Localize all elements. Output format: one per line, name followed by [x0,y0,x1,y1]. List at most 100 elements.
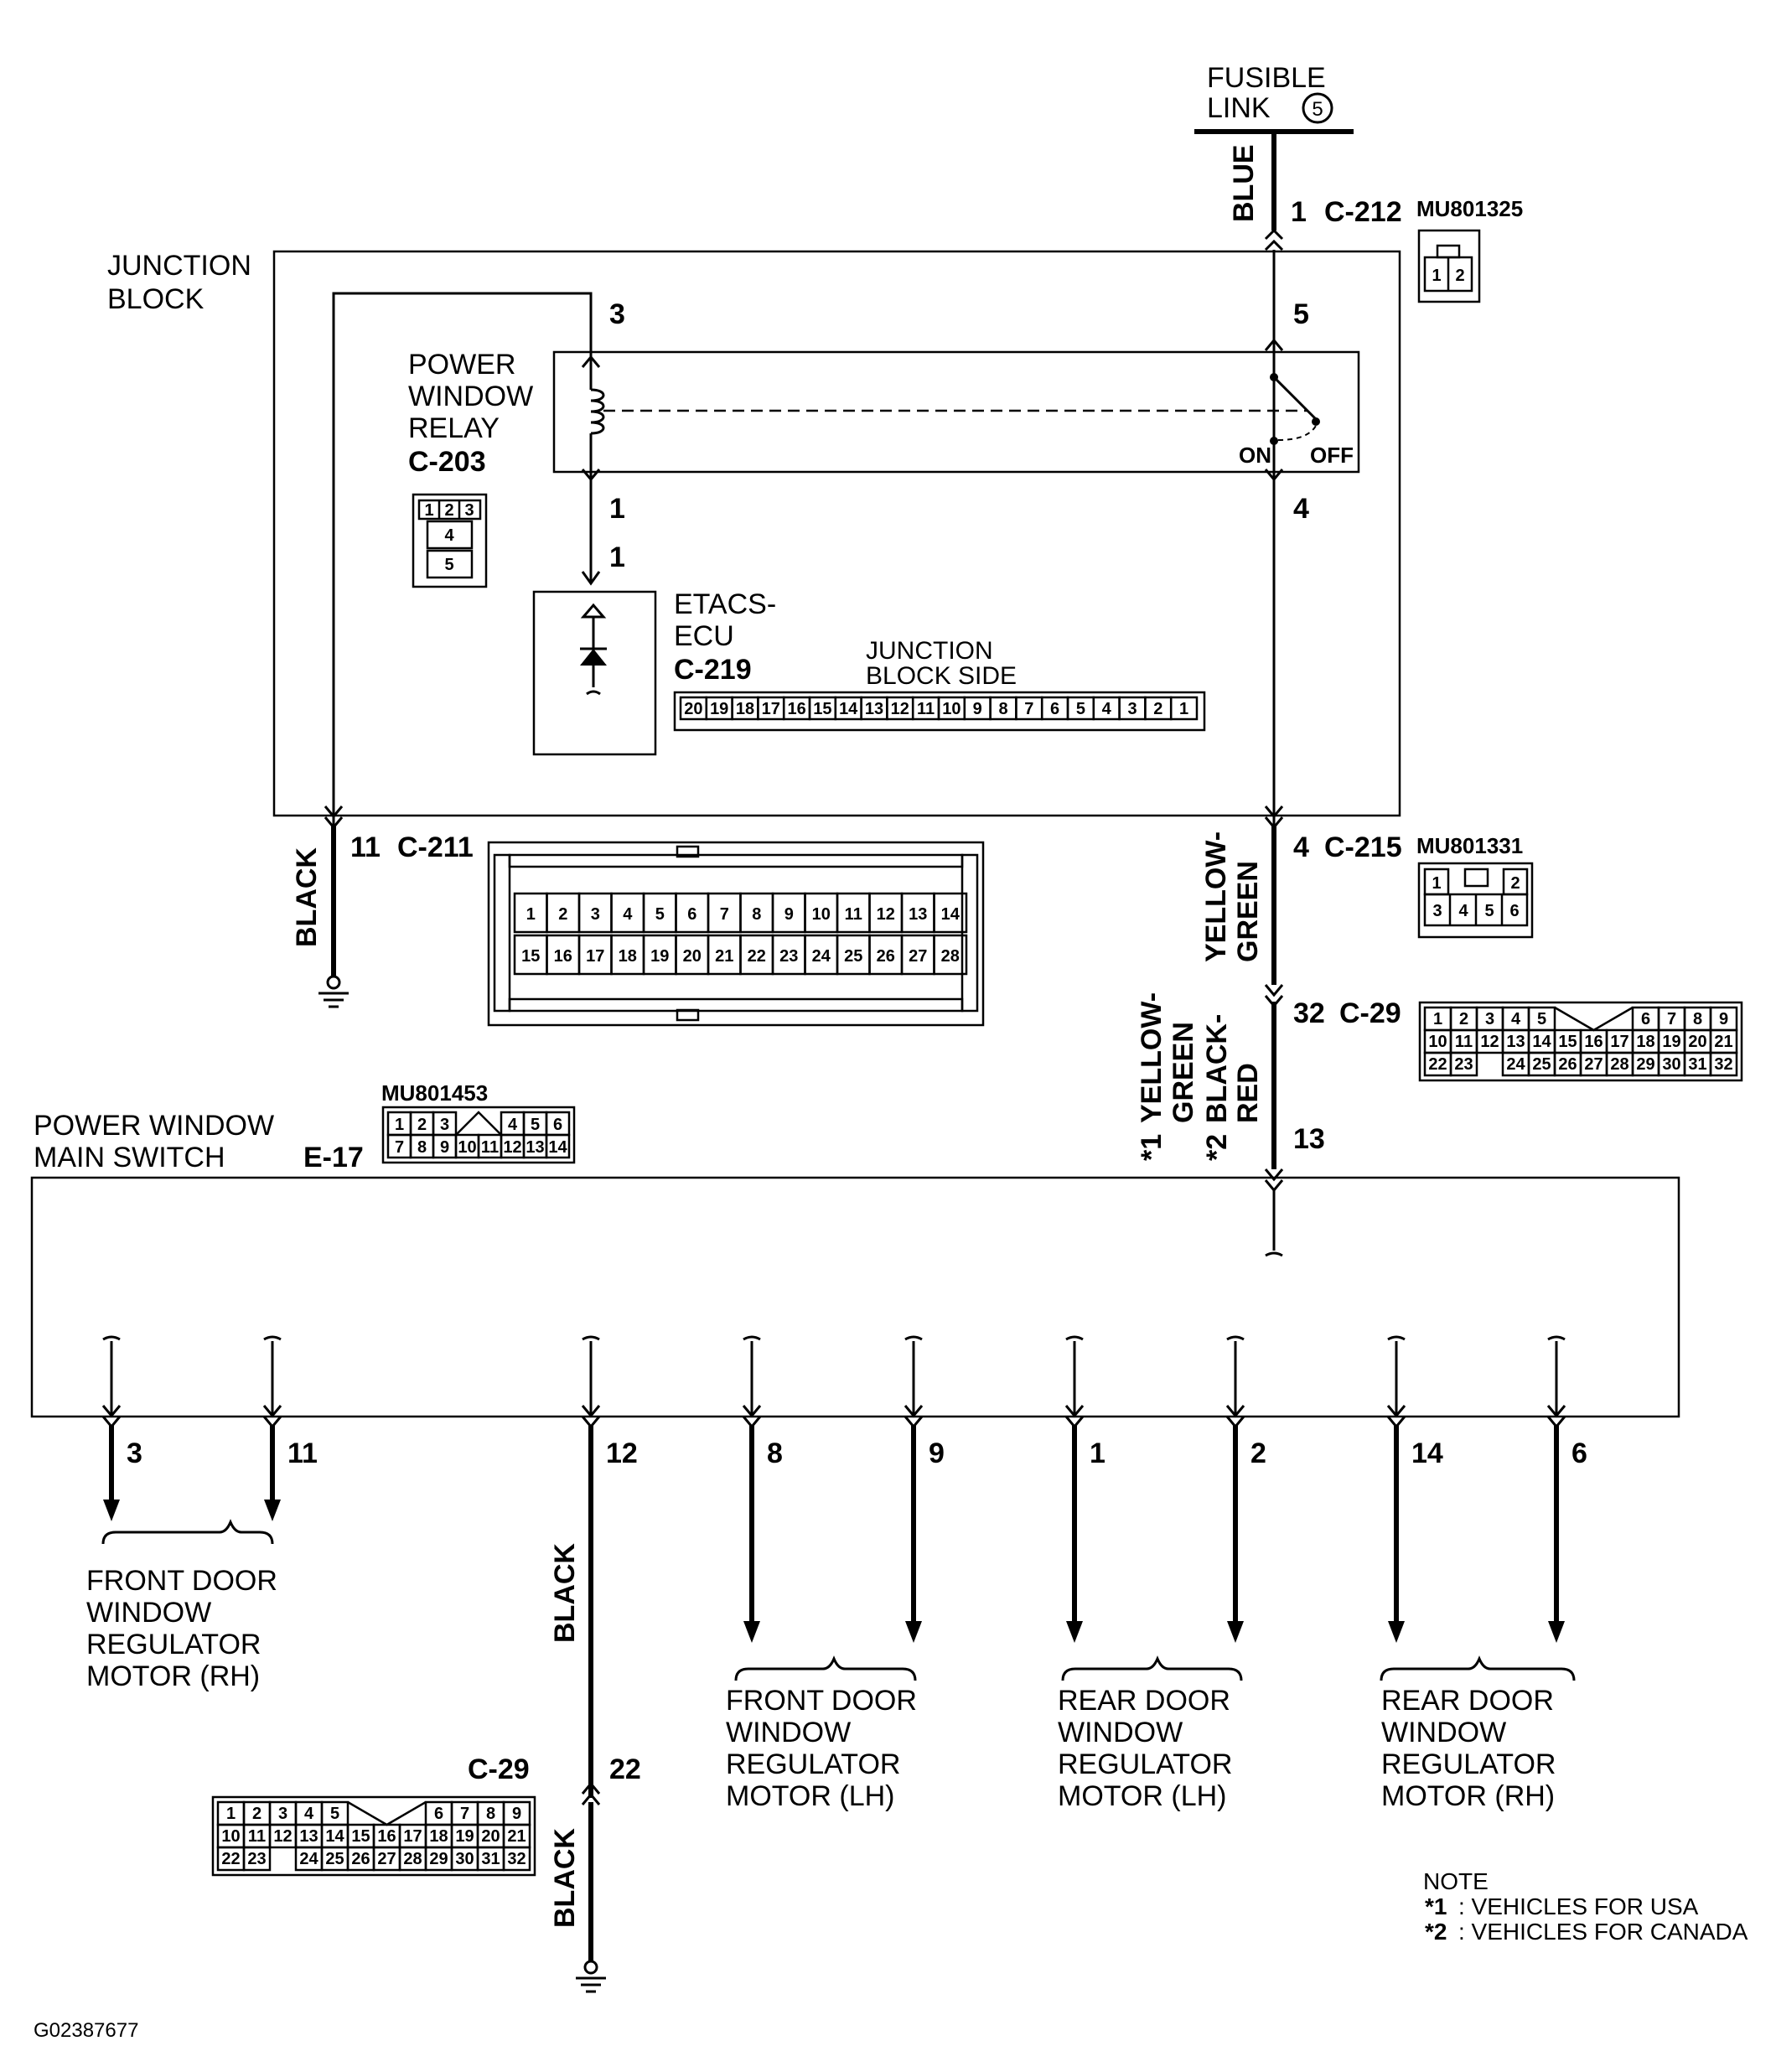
motor-rear-rh-line3: REGULATOR [1381,1748,1556,1780]
main-switch-pin-13: 13 [1293,1123,1325,1155]
etacs-diode [580,649,607,666]
wire-c29-note-1: *1 [1136,1134,1168,1161]
c211-cell: 7 [720,905,729,924]
wire-c29-color-2a: BLACK- [1201,1014,1233,1123]
output-pin-label: 3 [127,1437,142,1469]
relay-pin-3: 3 [609,298,625,330]
c29-cell: 28 [1610,1055,1628,1074]
c29_lower-cell: 12 [273,1827,292,1846]
c29-name: C-29 [1339,997,1401,1029]
connector-mark-c212 [1264,228,1284,241]
wire-color-black-ground: BLACK [291,847,323,947]
relay-off-label: OFF [1310,443,1354,468]
e17-cell: 5 [531,1116,540,1134]
c29_lower-cell: 17 [403,1827,422,1846]
etacs-pin: 1 [609,541,625,573]
c29_lower-cell: 21 [507,1827,526,1846]
output-pin-label: 6 [1571,1437,1587,1469]
c29-cell: 16 [1584,1033,1603,1051]
output-break-mark [1547,1335,1566,1341]
c215-cell-1: 1 [1432,874,1441,893]
c215-cell-2: 2 [1510,874,1520,893]
c211-cell: 9 [784,905,794,924]
e17-cell: 12 [503,1138,521,1157]
relay-terminal-1-mark [581,469,601,482]
relay-switch-arm [1272,376,1318,421]
wire-relay-coil-ground [332,292,593,826]
c212-name: C-212 [1324,196,1402,228]
c29-cell: 20 [1688,1033,1706,1051]
c211-cell-box [933,934,968,976]
c29_lower-cell: 6 [434,1805,443,1823]
note-mark-2: *2 [1425,1919,1447,1945]
c212-cell-1: 1 [1432,267,1441,285]
c29-cell: 31 [1688,1055,1706,1074]
relay-cell-3: 3 [464,501,474,520]
c29_lower-cell: 22 [221,1850,240,1868]
c211-cell: 18 [619,947,637,966]
c29-cell: 9 [1719,1010,1728,1028]
motor-front-lh-line4: MOTOR (LH) [726,1780,894,1812]
c211-cell: 6 [687,905,696,924]
e17-cell: 2 [417,1116,427,1134]
c29_lower-cell: 9 [512,1805,521,1823]
c29-cell: 4 [1511,1010,1521,1028]
c211-cell: 5 [655,905,665,924]
c29_lower-cell: 19 [455,1827,474,1846]
etacs-cell-box [1169,696,1199,721]
ground-symbol-lower [576,1960,606,1993]
etacs-cell: 20 [684,700,702,718]
etacs-label-1: ETACS- [674,588,776,620]
c29-cell: 5 [1537,1010,1546,1028]
etacs-cell: 19 [710,700,728,718]
relay-label-2: WINDOW [408,381,533,412]
c211-cell: 16 [554,947,572,966]
motor-rear-lh-line3: REGULATOR [1058,1748,1232,1780]
output-arrowhead [1227,1621,1244,1643]
fusible-link-label-1: FUSIBLE [1207,62,1326,94]
c29-cell: 21 [1714,1033,1732,1051]
output-break-mark [1226,1335,1245,1341]
note-mark-1: *1 [1425,1893,1447,1919]
relay-cell-5: 5 [444,556,453,574]
c29_lower-cell: 24 [299,1850,318,1868]
c29_lower-cell: 13 [299,1827,318,1846]
wire-color-pin12: BLACK [549,1543,581,1643]
c29-cell: 8 [1693,1010,1702,1028]
output-arrowhead [1388,1621,1405,1643]
c29_lower-cell-box [502,1846,531,1872]
c211-pin: 11 [350,831,381,863]
output-pin-label: 9 [929,1437,945,1469]
etacs-side-label-2: BLOCK SIDE [866,662,1017,690]
c211-cell: 23 [779,947,798,966]
relay-connector-name: C-203 [408,446,486,478]
output-break-mark [582,1335,600,1341]
output-arrowhead [1548,1621,1565,1643]
output-terminal-mark [1064,1405,1085,1418]
etacs-cell: 4 [1102,700,1112,718]
c211-cell: 12 [877,905,895,924]
etacs-cell: 2 [1153,700,1162,718]
relay-contact-dashed [1277,425,1317,441]
relay-pin-5: 5 [1293,298,1309,330]
wire-color-blue: BLUE [1228,144,1260,222]
c29-cell-box [1449,1051,1478,1077]
c211-cell: 1 [526,905,536,924]
c29-cell: 29 [1636,1055,1654,1074]
c211-cell: 2 [558,905,567,924]
output-pin-label: 11 [287,1437,318,1469]
output-pin-label: 12 [606,1437,638,1469]
c29_lower-cell: 2 [252,1805,261,1823]
fusible-link-number: 5 [1312,98,1323,121]
c29_lower-cell: 3 [278,1805,287,1823]
c215-cell-3: 3 [1432,902,1442,920]
junction-block-label-2: BLOCK [107,283,205,315]
output-break-mark [1065,1335,1084,1341]
c29_lower-cell: 15 [351,1827,370,1846]
etacs-connector-name: C-219 [674,654,752,686]
etacs-cell: 15 [813,700,831,718]
